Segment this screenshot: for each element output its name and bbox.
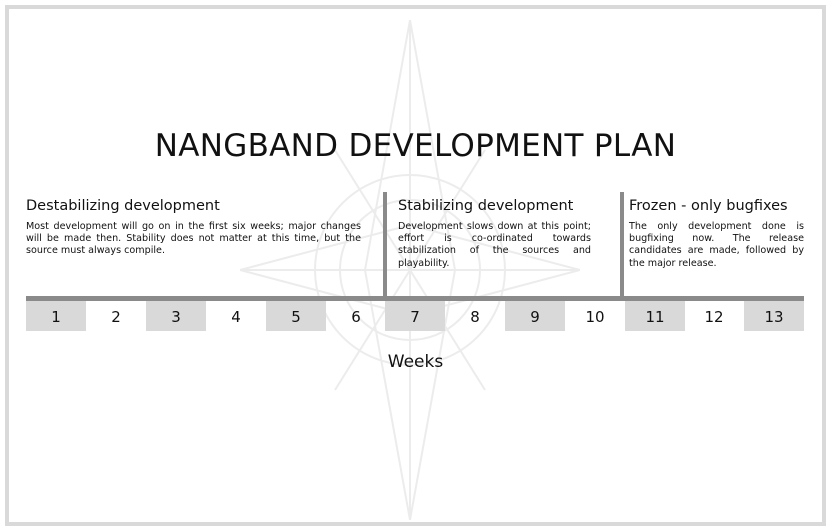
phase-destabilizing: Destabilizing development Most developme… bbox=[26, 197, 361, 258]
week-1: 1 bbox=[26, 301, 86, 331]
week-5: 5 bbox=[266, 301, 326, 331]
phase-heading: Frozen - only bugfixes bbox=[629, 198, 788, 214]
week-4: 4 bbox=[231, 308, 241, 326]
phase-heading: Destabilizing development bbox=[26, 198, 220, 214]
week-7: 7 bbox=[385, 301, 445, 331]
diagram-frame bbox=[5, 5, 826, 526]
week-2: 2 bbox=[111, 308, 121, 326]
week-9: 9 bbox=[505, 301, 565, 331]
week-8: 8 bbox=[470, 308, 480, 326]
timeline-axis bbox=[26, 296, 804, 301]
week-13: 13 bbox=[744, 301, 804, 331]
phase-separator bbox=[383, 192, 387, 298]
week-10: 10 bbox=[585, 308, 605, 326]
weeks-row: 1 2 3 4 5 6 7 8 9 10 11 12 13 bbox=[26, 301, 804, 331]
phase-description: The only development done is bugfixing n… bbox=[629, 221, 804, 269]
week-11: 11 bbox=[625, 301, 685, 331]
week-6: 6 bbox=[351, 308, 361, 326]
axis-label: Weeks bbox=[387, 352, 444, 372]
phase-frozen: Frozen - only bugfixes The only developm… bbox=[629, 197, 804, 270]
phase-stabilizing: Stabilizing development Development slow… bbox=[398, 197, 591, 270]
phase-description: Development slows down at this point; ef… bbox=[398, 221, 591, 269]
phase-description: Most development will go on in the first… bbox=[26, 221, 361, 257]
phase-heading: Stabilizing development bbox=[398, 198, 574, 214]
week-3: 3 bbox=[146, 301, 206, 331]
page-title: NANGBAND DEVELOPMENT PLAN bbox=[154, 128, 677, 164]
phase-separator bbox=[620, 192, 624, 298]
week-12: 12 bbox=[704, 308, 724, 326]
compass-watermark bbox=[240, 20, 580, 520]
